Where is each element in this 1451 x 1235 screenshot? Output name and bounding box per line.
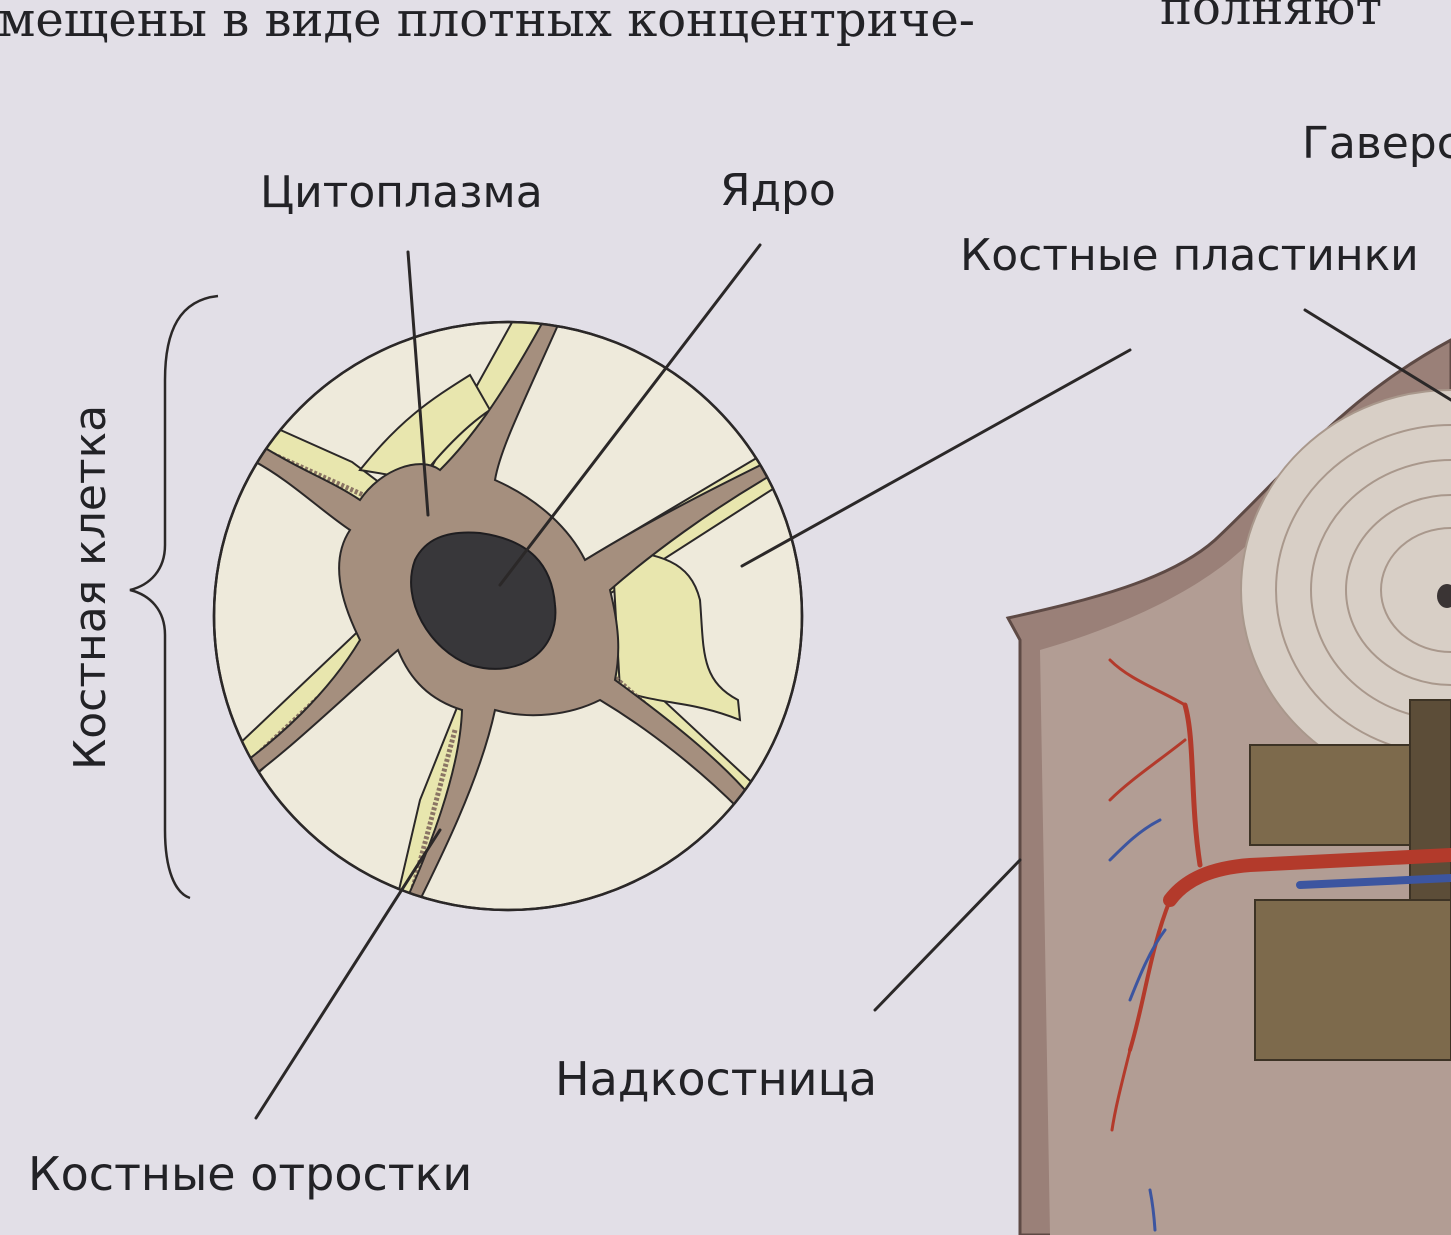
label-periosteum: Надкостница — [555, 1052, 877, 1106]
top-text-right: полняют — [1160, 0, 1382, 36]
bone-cell-bracket — [130, 296, 218, 898]
bone-block-lower — [1255, 900, 1451, 1060]
label-bone-cell: Костная клетка — [65, 405, 116, 770]
leader-periosteum — [875, 860, 1020, 1010]
leader-processes — [256, 830, 440, 1118]
top-text-left: мещены в виде плотных концентриче- — [0, 0, 975, 48]
label-nucleus: Ядро — [720, 165, 836, 216]
bone-cell-illustration — [214, 308, 802, 920]
leader-bone-plates — [742, 350, 1130, 566]
label-bone-processes: Костные отростки — [28, 1147, 472, 1201]
label-havers: Гаверс — [1302, 118, 1451, 169]
bone-section-illustration — [1008, 340, 1451, 1235]
label-bone-plates: Костные пластинки — [960, 230, 1419, 281]
top-text: мещены в виде плотных концентриче- полня… — [0, 0, 1382, 48]
label-cytoplasm: Цитоплазма — [260, 167, 543, 218]
